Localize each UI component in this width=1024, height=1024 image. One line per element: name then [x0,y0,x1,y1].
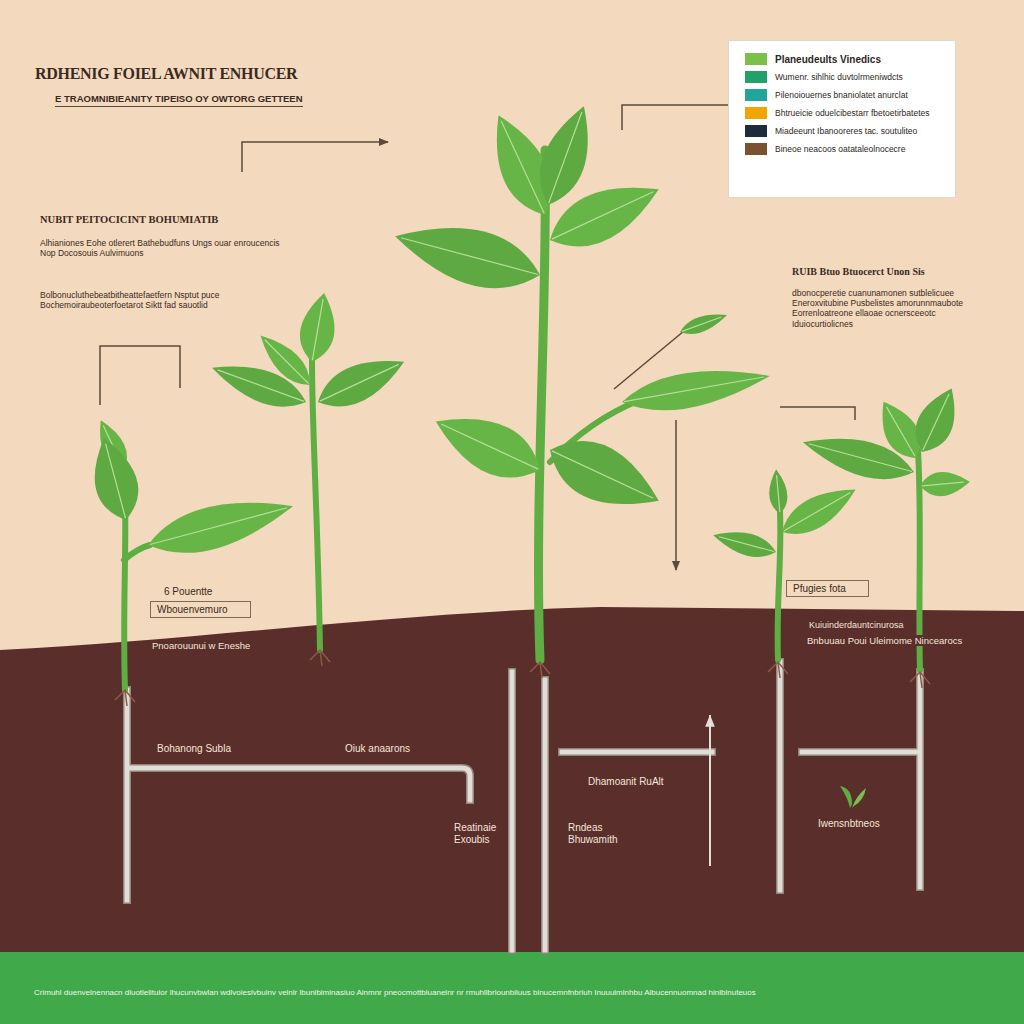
legend-text: Miadeeunt Ibanooreres tac. soutuliteo [775,126,917,136]
part-label: Iwensnbtneos [818,818,880,830]
legend-swatch [745,71,767,83]
leaf [710,525,778,563]
legend-box: Planeudeults VinedicsWumenr. sihlhic duv… [728,40,956,198]
leaf [919,470,971,498]
legend-row: Pilenoiouernes bnaniolatet anurclat [745,89,945,101]
title: RDHENIG FOIEL AWNIT ENHUCER [35,64,297,83]
legend-swatch [745,53,767,65]
part-label: Pnoarouunui w Eneshe [150,640,252,651]
legend-row: Planeudeults Vinedics [745,53,945,65]
leaf [619,359,773,420]
footer-caption: Crimuhl duenvelnennacn dluotlelitulor lh… [34,988,756,998]
part-label: Bohanong Subla [157,743,231,755]
legend-swatch [745,143,767,155]
leaf [388,210,547,302]
part-label: Rndeas Bhuwamith [568,822,638,846]
legend-swatch [745,89,767,101]
leaf [295,290,341,365]
leaf [310,346,411,419]
section-heading: RUIB Btuo Btuocerct Unon Sis [792,266,925,278]
root-tuft [310,650,330,666]
part-label: Bnbuuau Poui Uleimome Nincearocs [805,635,964,646]
leaf [775,477,864,545]
legend-swatch [745,125,767,137]
subtitle: E TRAOMNIBIEANITY TIPEISO OY OWTORG GETT… [55,93,303,107]
leaf [677,308,729,339]
root-tuft [910,672,930,688]
plant-stem [312,360,320,650]
legend-row: Miadeeunt Ibanooreres tac. soutuliteo [745,125,945,137]
legend-row: Wumenr. sihlhic duvtolrmeniwdcts [745,71,945,83]
body-text: Bolbonucluthebeatbitheattefaetfern Nsptu… [40,290,280,310]
box-heading: 6 Pouentte [164,586,251,597]
plant-stem [124,545,150,560]
body-text: Alhianiones Eohe otlerert Bathebudfuns U… [40,238,280,258]
legend-text: Wumenr. sihlhic duvtolrmeniwdcts [775,72,903,82]
part-label: Oiuk anaarons [345,743,410,755]
root-tuft [768,662,788,678]
box-text: Wbouenvemuro [150,601,251,618]
sprout-icon [840,786,866,808]
plant-stem [778,512,781,660]
section-heading: NUBIT PEITOCICINT BOHUMIATIB [40,214,218,227]
pipes [127,662,920,950]
legend-row: Bhtrueicie oduelcibestarr fbetoetirbatet… [745,107,945,119]
label-box: Pfugies fota [786,580,869,597]
leaf [538,425,670,526]
plant-stem [538,150,545,660]
soil [0,607,1024,952]
legend-text: Bhtrueicie oduelcibestarr fbetoetirbatet… [775,108,930,118]
leaf [84,432,147,525]
part-label: Dhamoanit RuAlt [588,776,664,788]
body-text: dbonocperetie cuanunamonen sutblelicuee … [792,288,987,329]
leaf [425,399,550,493]
legend-swatch [745,107,767,119]
legend-text: Planeudeults Vinedics [775,54,881,65]
box-text: Pfugies fota [786,580,869,597]
leaf [252,327,318,393]
leaf [540,168,669,262]
part-label: Kuiuinderdauntcinurosa [807,620,906,631]
leaf [906,381,967,459]
grass-strip [0,952,1024,1024]
leaf [798,425,918,489]
label-box: 6 PouentteWbouenvemuro [150,586,251,618]
leaf [143,486,299,565]
root-tuft [115,690,135,706]
legend-row: Bineoe neacoos oatataleolnocecre [745,143,945,155]
part-label: Reatinaie Exoubis [454,822,512,846]
legend-text: Bineoe neacoos oatataleolnocecre [775,144,905,154]
leaf [767,468,789,514]
root-tuft [530,662,550,678]
legend-text: Pilenoiouernes bnaniolatet anurclat [775,90,908,100]
